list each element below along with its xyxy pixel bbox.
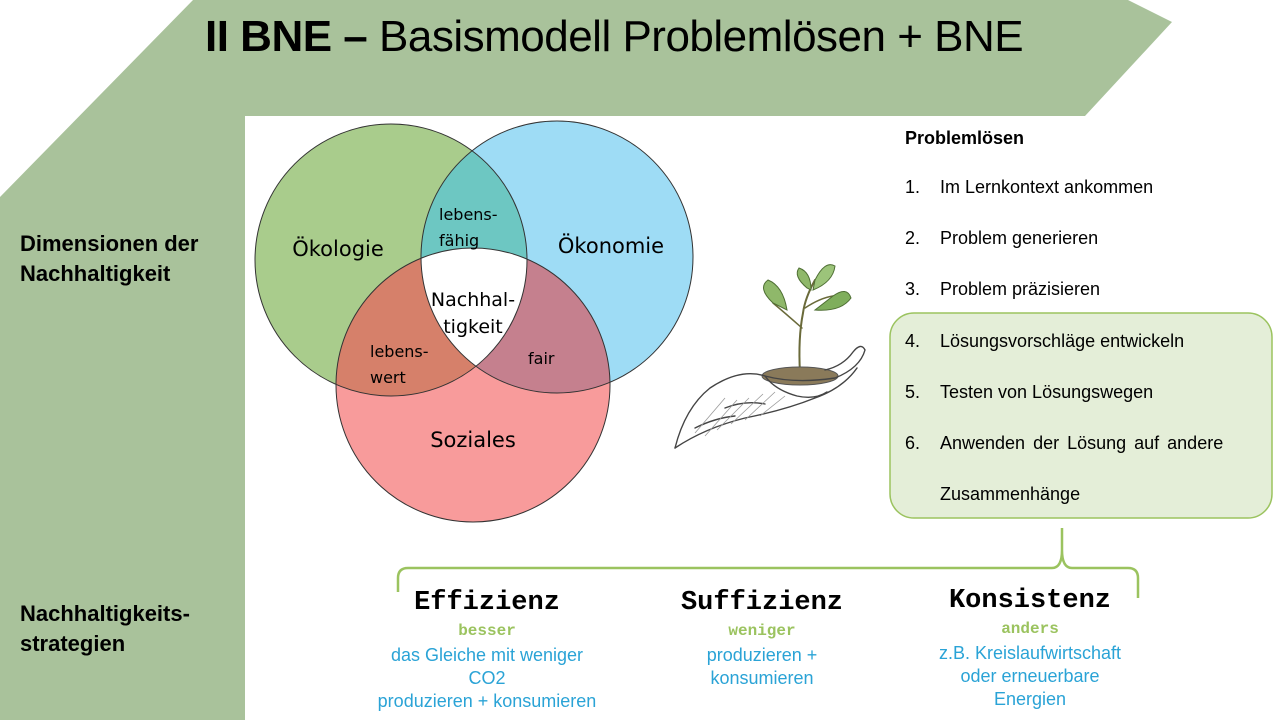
venn-label-lebenswert-1: lebens- (370, 342, 429, 361)
strategy-effizienz-sub: besser (458, 622, 516, 640)
strategy-bracket (396, 528, 1140, 598)
strategy-konsistenz-sub: anders (1001, 620, 1059, 638)
problemloesen-steps: 1.Im Lernkontext ankommen 2.Problem gene… (905, 162, 1265, 520)
venn-label-soziales: Soziales (430, 428, 516, 452)
strategy-konsistenz-name: Konsistenz (948, 586, 1112, 616)
venn-label-oekonomie: Ökonomie (558, 233, 664, 258)
title-rest: Basismodell Problemlösen + BNE (379, 12, 1024, 61)
strategies-label-line1: Nachhaltigkeits- (20, 601, 190, 626)
strategy-konsistenz-desc: z.B. Kreislaufwirtschaft oder erneuerbar… (938, 643, 1122, 709)
title-bold: II BNE – (205, 12, 368, 61)
step-5: 5.Testen von Lösungswegen (905, 381, 1154, 402)
venn-label-fair: fair (528, 349, 555, 368)
problemloesen-heading: Problemlösen (905, 128, 1025, 148)
green-header-band (0, 0, 1172, 720)
strategies-label-line2: strategien (20, 631, 126, 656)
strategy-effizienz-desc: das Gleiche mit weniger CO2 produzieren … (377, 645, 597, 711)
hand-seedling-icon (674, 264, 866, 449)
step-1: 1.Im Lernkontext ankommen (905, 177, 1154, 197)
strategy-suffizienz: Suffizienz weniger produzieren + konsumi… (652, 588, 872, 690)
steps-highlight-box (889, 312, 1273, 519)
venn-label-lebenswert-2: wert (370, 368, 406, 387)
step-3: 3.Problem präzisieren (905, 279, 1101, 300)
venn-label-nachhaltigkeit-1: Nachhal- (431, 289, 515, 311)
venn-label-nachhaltigkeit-2: tigkeit (443, 316, 503, 338)
strategy-konsistenz: Konsistenz anders z.B. Kreislaufwirtscha… (900, 586, 1160, 711)
venn-label-lebensfaehig-2: fähig (439, 231, 479, 250)
strategy-effizienz-name: Effizienz (414, 588, 560, 618)
step-4: 4.Lösungsvorschläge entwickeln (905, 330, 1185, 351)
dimensions-label-line1: Dimensionen der (20, 231, 199, 256)
strategy-effizienz: Effizienz besser das Gleiche mit weniger… (346, 588, 628, 713)
page-title: II BNE – Basismodell Problemlösen + BNE (205, 12, 1024, 62)
strategies-label: Nachhaltigkeits- strategien (20, 599, 190, 659)
strategy-suffizienz-name: Suffizienz (680, 588, 844, 618)
venn-label-oekologie: Ökologie (292, 236, 384, 261)
step-6-continuation: Zusammenhänge (940, 484, 1081, 505)
venn-label-lebensfaehig-1: lebens- (439, 205, 498, 224)
step-2: 2.Problem generieren (905, 228, 1099, 249)
dimensions-label: Dimensionen der Nachhaltigkeit (20, 229, 198, 289)
step-6: 6.Anwenden der Lösung auf andere (905, 432, 1224, 453)
strategy-suffizienz-sub: weniger (728, 622, 796, 640)
strategy-suffizienz-desc: produzieren + konsumieren (706, 645, 818, 688)
dimensions-label-line2: Nachhaltigkeit (20, 261, 171, 286)
